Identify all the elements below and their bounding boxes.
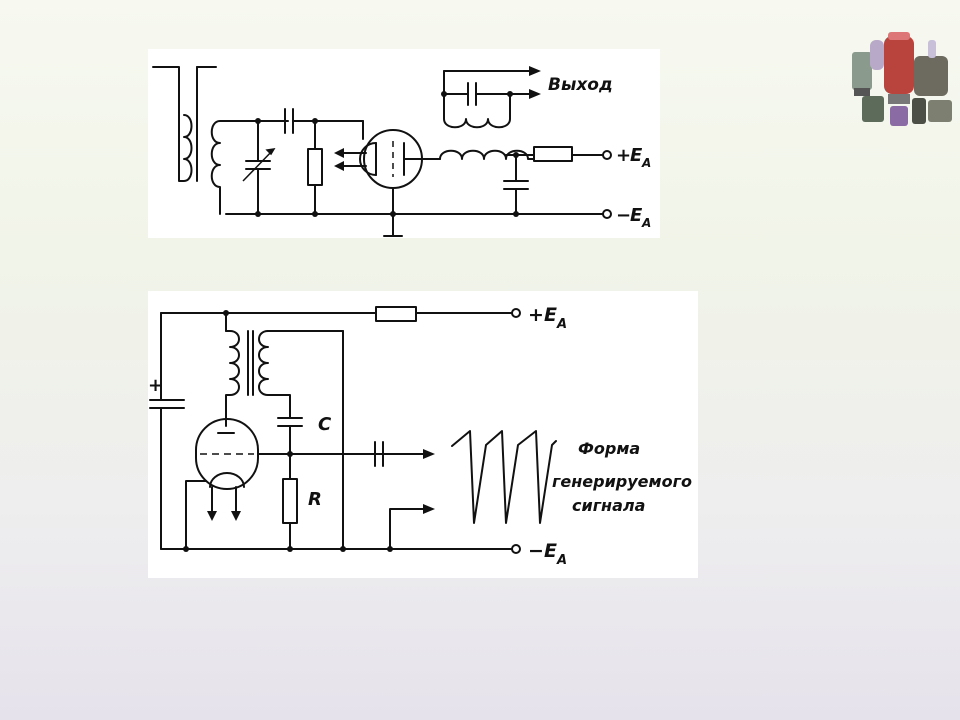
svg-text:E: E [630,205,643,226]
svg-text:A: A [641,216,651,230]
svg-text:−: − [616,205,631,226]
waveform-caption-line-2: генерируемого [552,472,692,491]
blocking-oscillator-schematic-panel: + C R [148,291,698,578]
svg-text:A: A [556,553,567,568]
output-label: Выход [548,75,613,95]
vacuum-tubes-icon [852,32,952,126]
supply-minus-label-top: − E A [616,205,651,230]
supply-plus-label-top: + E A [616,145,651,170]
oscillator-schematic-panel: Выход + E A − E A [148,49,660,238]
supply-minus-label-bottom: − E A [528,540,567,568]
capacitor-c-label: C [318,414,332,435]
svg-text:+: + [616,145,631,166]
oscillator-schematic: Выход + E A − E A [152,66,651,237]
svg-text:A: A [556,317,567,332]
capacitor-polarity-label: + [148,375,163,396]
svg-text:+: + [528,304,544,326]
svg-text:E: E [544,304,557,326]
waveform-caption-line-3: сигнала [572,496,645,515]
svg-text:−: − [528,540,544,562]
svg-text:E: E [630,145,643,166]
svg-text:A: A [641,156,651,170]
resistor-r-label: R [308,489,322,510]
sawtooth-waveform [451,430,557,524]
supply-plus-label-bottom: + E A [528,304,567,332]
blocking-oscillator-schematic: + C R [148,304,692,568]
svg-text:E: E [544,540,557,562]
waveform-caption-line-1: Форма [578,439,640,458]
